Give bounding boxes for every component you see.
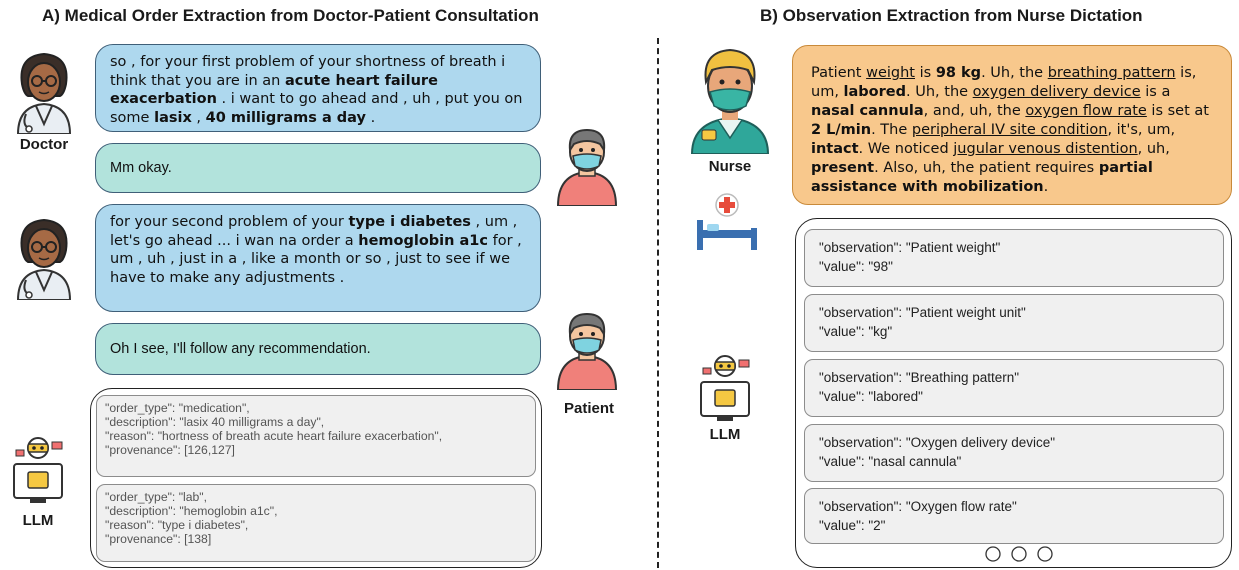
order-field: "provenance": [138] — [105, 532, 212, 546]
order-field: "order_type": "lab", — [105, 490, 207, 504]
utterance-text: . The — [871, 122, 912, 138]
utterance-text: so , for your first problem of your shor… — [110, 54, 506, 89]
order-card: "order_type": "medication", "description… — [96, 395, 536, 477]
highlighted-text: 98 kg — [935, 65, 982, 81]
hospital-bed-icon — [697, 193, 757, 250]
highlighted-text: 40 milligrams a day — [205, 109, 366, 126]
llm-robot-icon — [700, 355, 750, 421]
highlighted-text: nasal cannula — [811, 103, 924, 119]
order-field: "description": "hemoglobin a1c", — [105, 504, 278, 518]
nurse-icon — [690, 48, 770, 154]
observation-value: "value": "nasal cannula" — [819, 454, 962, 469]
nurse-dictation: Patient weight is 98 kg. Uh, the breathi… — [792, 45, 1232, 205]
highlighted-text: acute heart failure exacerbation — [110, 72, 438, 108]
utterance-text: . Also, uh, the patient requires — [874, 160, 1099, 176]
doctor-utterance-2: for your second problem of your type i d… — [95, 204, 541, 312]
utterance-text: . Uh, the — [981, 65, 1048, 81]
utterance-text: . — [365, 109, 376, 126]
highlighted-text: 2 L/min — [811, 122, 872, 138]
observation-card: "observation": "Oxygen flow rate" "value… — [804, 488, 1224, 544]
underlined-text: oxygen flow rate — [1025, 103, 1147, 119]
order-field: "reason": "hortness of breath acute hear… — [105, 429, 443, 443]
section-b-title: B) Observation Extraction from Nurse Dic… — [760, 6, 1143, 25]
doctor-icon — [16, 52, 72, 134]
llm-label: LLM — [22, 512, 54, 529]
highlighted-text: partial assistance with mobilization — [811, 160, 1153, 195]
utterance-text: is, um, — [811, 65, 1197, 100]
highlighted-text: type i diabetes — [348, 214, 471, 230]
llm-robot-icon — [13, 437, 63, 503]
observation-field: "observation": "Oxygen flow rate" — [819, 499, 1017, 514]
observation-card: "observation": "Patient weight unit" "va… — [804, 294, 1224, 352]
highlighted-text: labored — [843, 84, 907, 100]
nurse-label: Nurse — [708, 158, 752, 175]
observation-card: "observation": "Breathing pattern" "valu… — [804, 359, 1224, 417]
utterance-text: . Uh, the — [906, 84, 973, 100]
observation-value: "value": "kg" — [819, 324, 893, 339]
observation-card: "observation": "Oxygen delivery device" … — [804, 424, 1224, 482]
utterance-text: . i want to go ahead and , uh , put you … — [110, 91, 523, 126]
section-a-title: A) Medical Order Extraction from Doctor-… — [42, 6, 539, 25]
observation-value: "value": "2" — [819, 518, 886, 533]
utterance-text: . — [1043, 179, 1049, 195]
observation-card: "observation": "Patient weight" "value":… — [804, 229, 1224, 287]
section-divider — [657, 38, 659, 568]
highlighted-text: present — [811, 160, 875, 176]
utterance-text: , uh, — [1137, 141, 1170, 157]
highlighted-text: lasix — [154, 109, 192, 126]
underlined-text: breathing pattern — [1047, 65, 1176, 81]
patient-icon — [556, 128, 618, 206]
utterance-text: . We noticed — [858, 141, 954, 157]
order-field: "reason": "type i diabetes", — [105, 518, 249, 532]
patient-utterance-1: Mm okay. — [95, 143, 541, 193]
observation-value: "value": "98" — [819, 259, 893, 274]
highlighted-text: hemoglobin a1c — [358, 232, 488, 249]
doctor-utterance-1: so , for your first problem of your shor… — [95, 44, 541, 132]
observation-field: "observation": "Breathing pattern" — [819, 370, 1020, 385]
underlined-text: peripheral IV site condition — [911, 122, 1108, 138]
utterance-text: is set at — [1146, 103, 1209, 119]
utterance-text: , — [191, 109, 206, 126]
underlined-text: jugular venous distention — [953, 141, 1138, 157]
utterance-text: for , um , uh , just in a , like a month… — [110, 232, 522, 286]
patient-label: Patient — [563, 400, 614, 417]
utterance-text: is a — [1140, 84, 1171, 100]
utterance-text: for your second problem of your — [110, 214, 349, 230]
doctor-icon — [16, 218, 72, 300]
highlighted-text: intact — [811, 141, 859, 157]
observation-value: "value": "labored" — [819, 389, 923, 404]
patient-utterance-2: Oh I see, I'll follow any recommendation… — [95, 323, 541, 375]
patient-icon — [556, 312, 618, 390]
pagination-dots-icon[interactable] — [983, 545, 1055, 563]
utterance-text: , it's, um, — [1107, 122, 1176, 138]
doctor-label: Doctor — [19, 136, 69, 153]
observation-field: "observation": "Oxygen delivery device" — [819, 435, 1056, 450]
observation-field: "observation": "Patient weight" — [819, 240, 1001, 255]
order-field: "description": "lasix 40 milligrams a da… — [105, 415, 325, 429]
underlined-text: weight — [866, 65, 915, 81]
order-field: "provenance": [126,127] — [105, 443, 235, 457]
underlined-text: oxygen delivery device — [972, 84, 1141, 100]
utterance-text: is — [915, 65, 936, 81]
order-card: "order_type": "lab", "description": "hem… — [96, 484, 536, 562]
llm-label: LLM — [709, 426, 741, 443]
utterance-text: Patient — [811, 65, 867, 81]
utterance-text: , um , let's go ahead ... i wan na order… — [110, 214, 518, 249]
order-field: "order_type": "medication", — [105, 401, 250, 415]
observation-field: "observation": "Patient weight unit" — [819, 305, 1026, 320]
utterance-text: , and, uh, the — [923, 103, 1026, 119]
